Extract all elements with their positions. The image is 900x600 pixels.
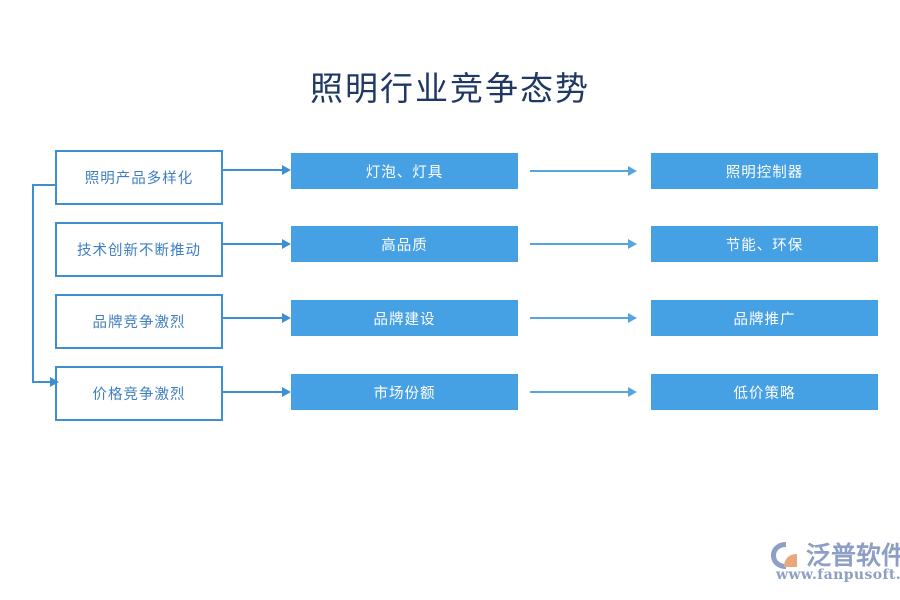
driver-box-2[interactable]: 技术创新不断推动 bbox=[55, 222, 223, 277]
middle-box-2[interactable]: 高品质 bbox=[291, 226, 518, 262]
arrow-middle-to-right-2-head-icon bbox=[628, 239, 637, 249]
arrow-middle-to-right-3 bbox=[530, 317, 630, 319]
loop-connector-bottom-segment bbox=[32, 381, 54, 383]
driver-box-3[interactable]: 品牌竞争激烈 bbox=[55, 294, 223, 349]
driver-box-1[interactable]: 照明产品多样化 bbox=[55, 150, 223, 205]
logo-name: 泛普软件 bbox=[806, 541, 900, 570]
arrow-middle-to-right-4-head-icon bbox=[628, 387, 637, 397]
arrow-middle-to-right-2 bbox=[530, 243, 630, 245]
loop-connector-top-segment bbox=[32, 184, 57, 186]
logo-url: www.fanpusoft.com bbox=[776, 567, 900, 583]
driver-box-2-label: 技术创新不断推动 bbox=[77, 243, 201, 259]
arrow-middle-to-right-1 bbox=[530, 170, 630, 172]
outcome-box-4[interactable]: 低价策略 bbox=[651, 374, 878, 410]
page-title: 照明行业竞争态势 bbox=[310, 69, 590, 108]
middle-box-4[interactable]: 市场份额 bbox=[291, 374, 518, 410]
driver-box-3-label: 品牌竞争激烈 bbox=[92, 315, 186, 331]
middle-box-4-label: 市场份额 bbox=[373, 385, 436, 402]
driver-box-1-label: 照明产品多样化 bbox=[84, 171, 194, 187]
outcome-box-2[interactable]: 节能、环保 bbox=[651, 226, 878, 262]
loop-connector-arrow-icon bbox=[50, 377, 59, 387]
arrow-left-to-middle-4-head-icon bbox=[282, 387, 291, 397]
arrow-left-to-middle-4 bbox=[223, 391, 284, 393]
outcome-box-1[interactable]: 照明控制器 bbox=[651, 153, 878, 189]
driver-box-4[interactable]: 价格竞争激烈 bbox=[55, 366, 223, 421]
loop-connector-vertical-segment bbox=[32, 184, 34, 383]
middle-box-3[interactable]: 品牌建设 bbox=[291, 300, 518, 336]
arrow-left-to-middle-2 bbox=[223, 243, 284, 245]
driver-box-4-label: 价格竞争激烈 bbox=[92, 387, 186, 403]
arrow-middle-to-right-4 bbox=[530, 391, 630, 393]
outcome-box-1-label: 照明控制器 bbox=[725, 164, 804, 181]
outcome-box-3-label: 品牌推广 bbox=[733, 311, 796, 328]
fanpu-logo-mark-icon bbox=[771, 542, 797, 569]
outcome-box-2-label: 节能、环保 bbox=[725, 237, 804, 254]
arrow-left-to-middle-3 bbox=[223, 317, 284, 319]
arrow-left-to-middle-1-head-icon bbox=[282, 165, 291, 175]
middle-box-2-label: 高品质 bbox=[381, 237, 428, 254]
arrow-middle-to-right-1-head-icon bbox=[628, 166, 637, 176]
arrow-left-to-middle-1 bbox=[223, 169, 284, 171]
arrow-left-to-middle-2-head-icon bbox=[282, 239, 291, 249]
brand-logo: 泛普软件 www.fanpusoft.com bbox=[770, 536, 900, 588]
outcome-box-3[interactable]: 品牌推广 bbox=[651, 300, 878, 336]
outcome-box-4-label: 低价策略 bbox=[733, 385, 796, 402]
middle-box-1[interactable]: 灯泡、灯具 bbox=[291, 153, 518, 189]
arrow-middle-to-right-3-head-icon bbox=[628, 313, 637, 323]
arrow-left-to-middle-3-head-icon bbox=[282, 313, 291, 323]
middle-box-1-label: 灯泡、灯具 bbox=[365, 164, 444, 181]
middle-box-3-label: 品牌建设 bbox=[373, 311, 436, 328]
